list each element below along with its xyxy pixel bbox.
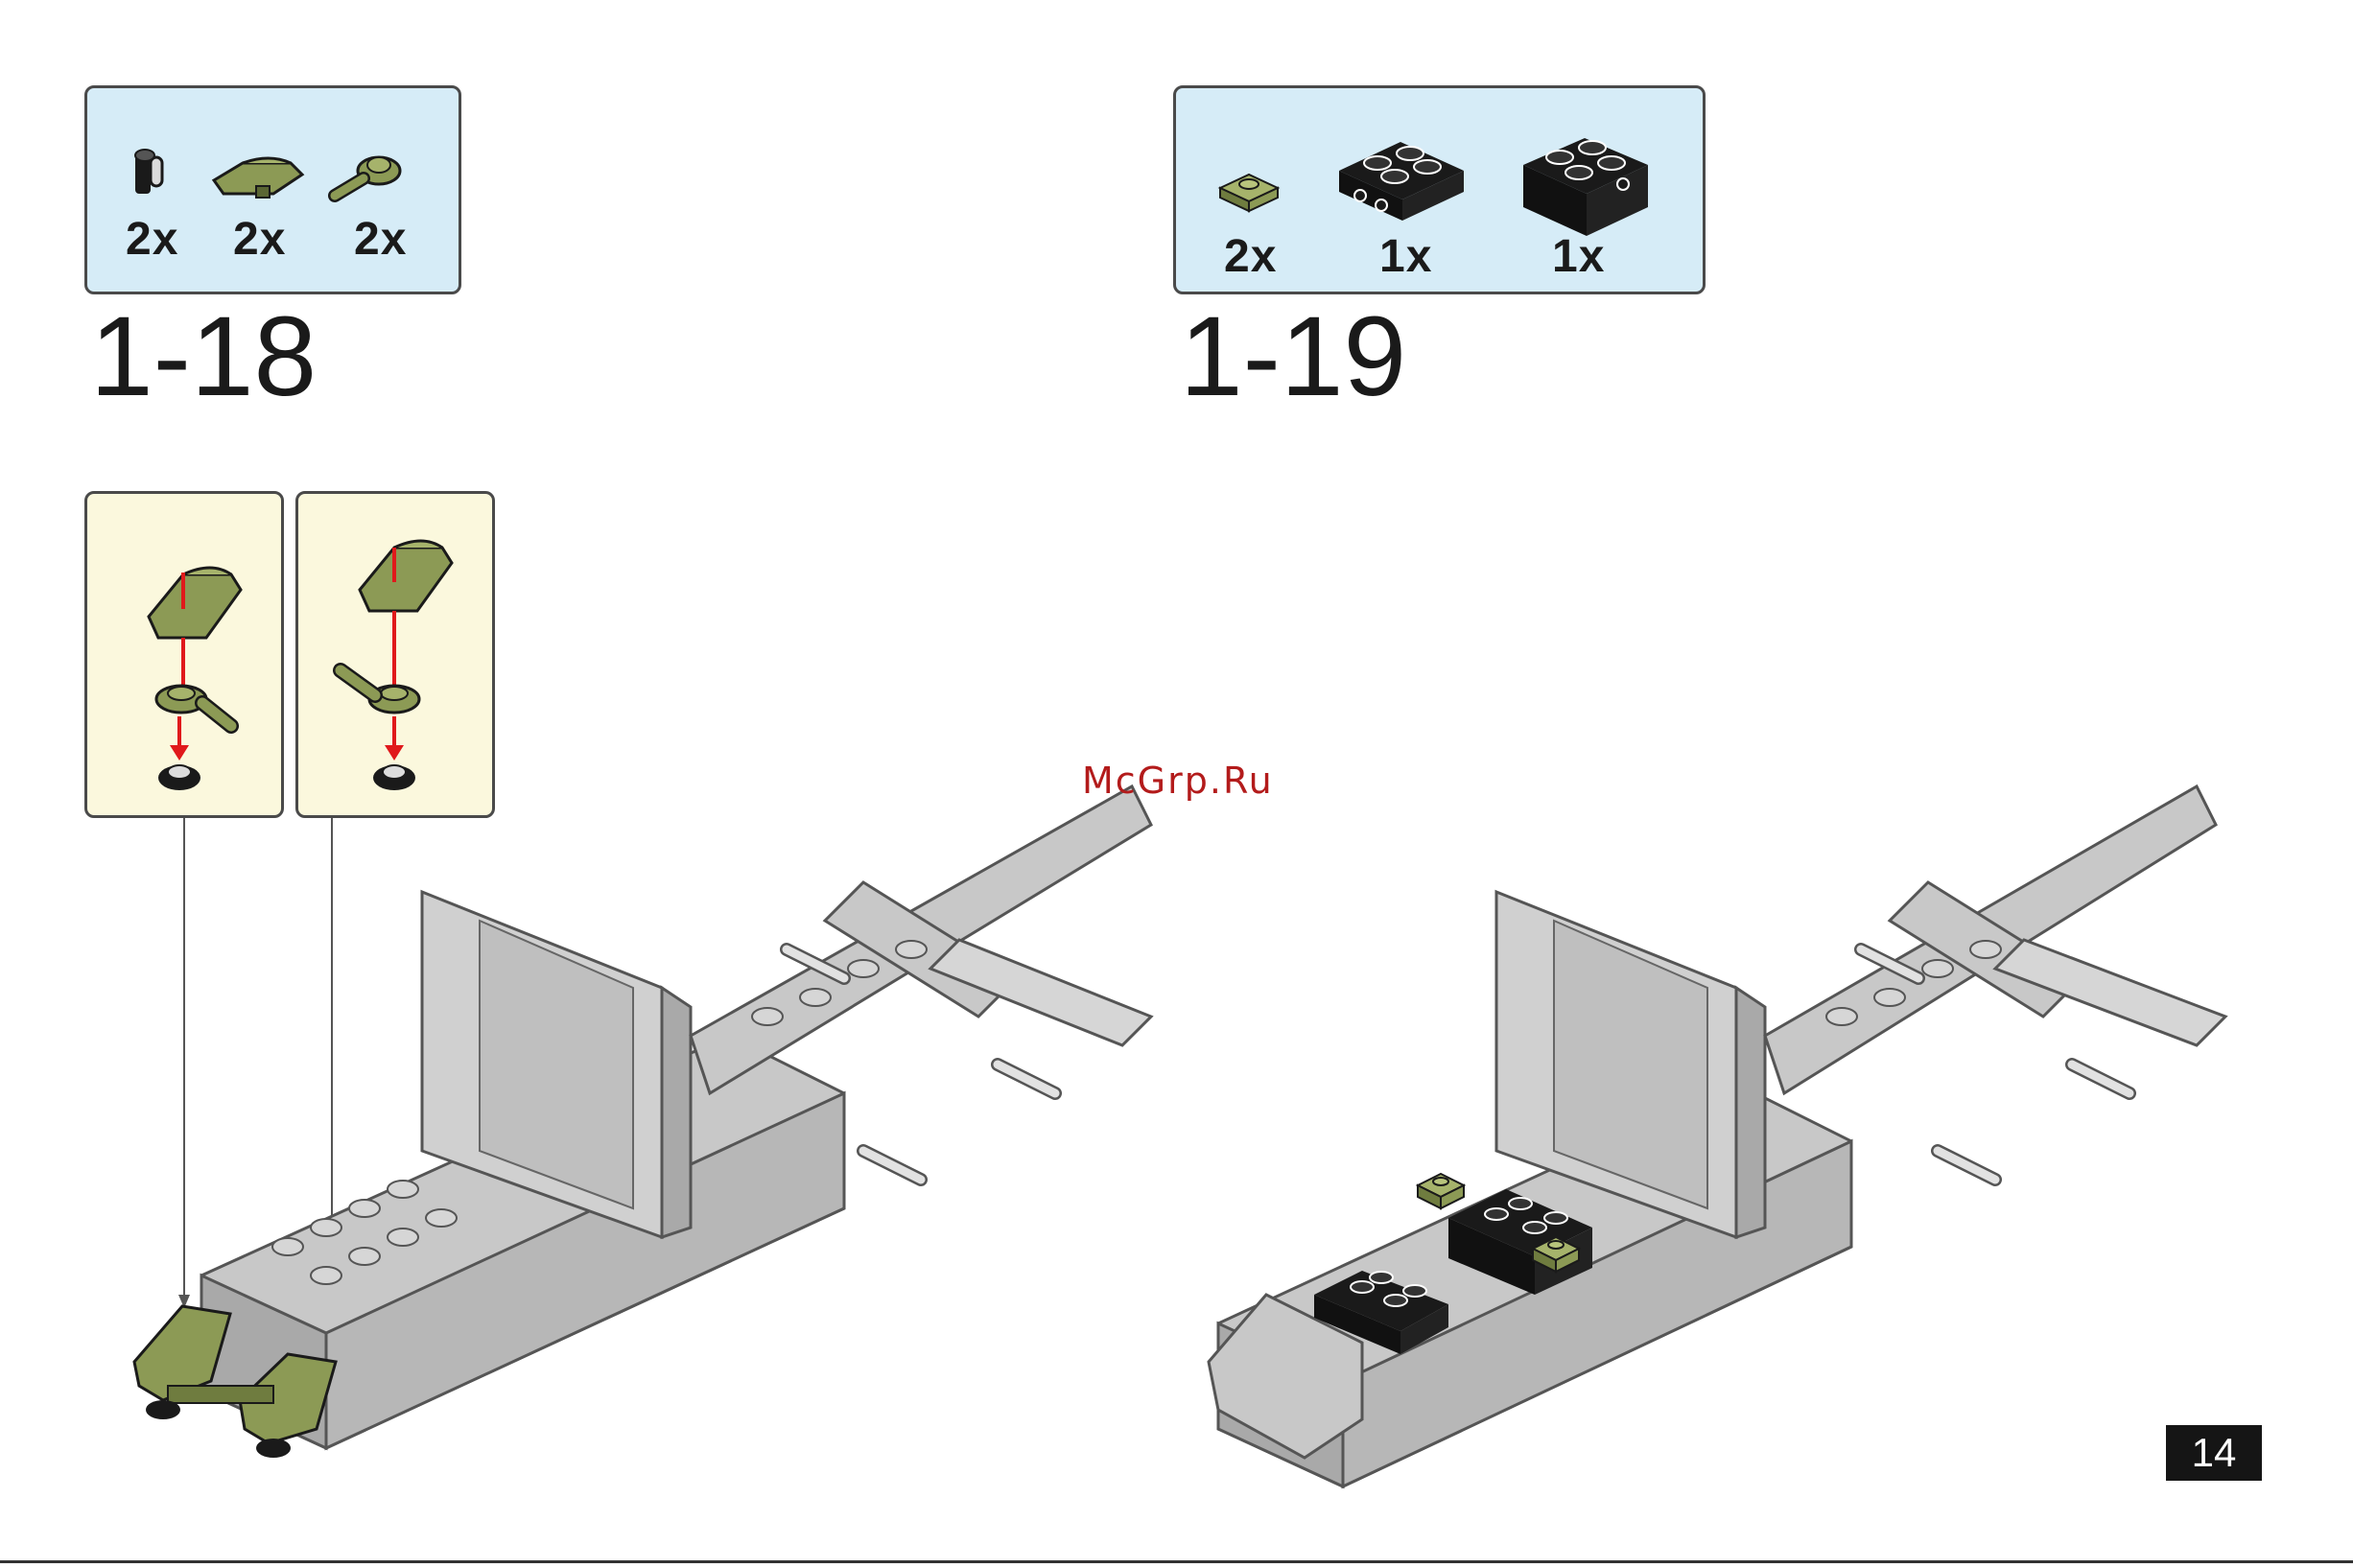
bottom-divider xyxy=(0,1560,2353,1563)
watermark: McGrp.Ru xyxy=(1082,760,1274,802)
vehicle-model-step-1-19 xyxy=(1209,786,2225,1486)
vehicle-model-step-1-18 xyxy=(134,786,1151,1458)
olive-plate-1x1-icon xyxy=(1418,1174,1464,1208)
page-number: 14 xyxy=(2166,1425,2262,1481)
